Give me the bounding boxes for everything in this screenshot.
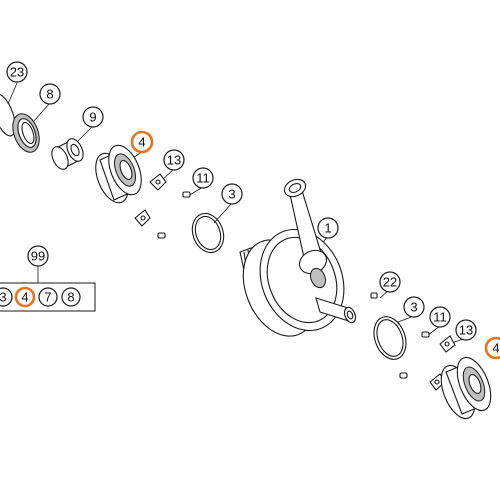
svg-text:23: 23 bbox=[10, 65, 24, 80]
callout-99: 99 bbox=[27, 245, 49, 267]
part-13-clip-lower bbox=[134, 209, 151, 227]
callout-23: 23 bbox=[6, 61, 28, 83]
callout-11-top: 11 bbox=[192, 167, 214, 189]
svg-text:22: 22 bbox=[383, 275, 397, 290]
svg-text:3: 3 bbox=[0, 290, 7, 305]
kit-callout-7: 7 bbox=[38, 287, 58, 307]
svg-text:7: 7 bbox=[44, 290, 51, 305]
part-4-bearing-right bbox=[440, 356, 492, 420]
callout-4-highlighted-right[interactable]: 4 bbox=[484, 336, 500, 360]
part-3-shim-top bbox=[191, 212, 225, 254]
svg-text:13: 13 bbox=[167, 153, 181, 168]
svg-text:99: 99 bbox=[31, 249, 45, 264]
callout-8: 8 bbox=[39, 83, 61, 105]
svg-text:4: 4 bbox=[492, 341, 499, 356]
svg-text:11: 11 bbox=[433, 310, 447, 325]
kit-99-box: 3 4 7 8 bbox=[0, 282, 96, 312]
svg-text:9: 9 bbox=[89, 110, 96, 125]
callout-4-highlighted-top[interactable]: 4 bbox=[130, 130, 154, 154]
callout-9: 9 bbox=[82, 106, 104, 128]
part-22-key bbox=[370, 292, 378, 299]
svg-text:4: 4 bbox=[21, 290, 28, 305]
part-4-bearing-left bbox=[95, 144, 142, 204]
part-8-seal bbox=[12, 113, 40, 153]
svg-text:3: 3 bbox=[228, 187, 235, 202]
callout-13-top: 13 bbox=[163, 149, 185, 171]
part-9-sleeve bbox=[51, 138, 84, 170]
part-11-pin-top bbox=[182, 191, 191, 198]
callout-1: 1 bbox=[317, 217, 339, 239]
part-13-clip-top bbox=[149, 173, 167, 191]
part-3-shim-right bbox=[373, 316, 407, 360]
callout-3-top: 3 bbox=[221, 183, 243, 205]
callout-13-right: 13 bbox=[455, 319, 477, 341]
svg-text:4: 4 bbox=[138, 135, 145, 150]
part-1-crankshaft bbox=[239, 178, 357, 337]
part-11-pin-right-lower bbox=[399, 372, 408, 379]
kit-callout-3: 3 bbox=[0, 287, 13, 307]
callout-3-right: 3 bbox=[403, 296, 425, 318]
svg-text:13: 13 bbox=[459, 323, 473, 338]
callout-11-right: 11 bbox=[429, 306, 451, 328]
callout-22: 22 bbox=[379, 271, 401, 293]
part-13-clip-right bbox=[439, 335, 456, 353]
part-11-pin-lower bbox=[157, 232, 166, 239]
svg-text:8: 8 bbox=[67, 290, 74, 305]
svg-text:1: 1 bbox=[324, 221, 331, 236]
part-23-ring bbox=[0, 93, 16, 137]
kit-callout-4-highlighted[interactable]: 4 bbox=[14, 286, 36, 308]
svg-text:3: 3 bbox=[410, 300, 417, 315]
svg-text:11: 11 bbox=[196, 171, 210, 186]
kit-callout-8: 8 bbox=[61, 287, 81, 307]
svg-text:8: 8 bbox=[46, 87, 53, 102]
part-11-pin-right bbox=[421, 331, 430, 338]
